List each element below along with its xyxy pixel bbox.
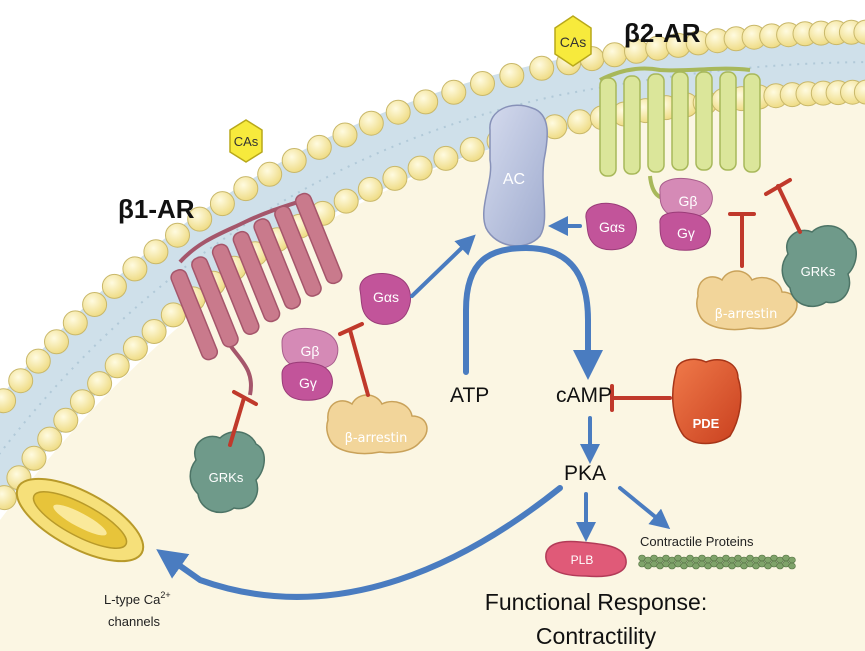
b-arrestin-left-label: β-arrestin (345, 431, 408, 446)
camp-label: cAMP (556, 384, 612, 407)
l-type-label-line2: channels (108, 614, 161, 629)
lipid-head (44, 329, 69, 355)
lipid-head (257, 161, 283, 187)
grks-right: GRKs (781, 225, 857, 308)
lipid-head (25, 348, 51, 374)
lipid-head (499, 63, 525, 88)
membrane-tail-lines (0, 61, 865, 455)
b-arrestin-left: β-arrestin (325, 394, 428, 455)
gb-left-label: Gβ (301, 343, 320, 359)
cas-left-label: CAs (234, 134, 259, 149)
lipid-head (407, 155, 433, 181)
lipid-head (0, 388, 17, 414)
lipid-head (143, 239, 169, 265)
lipid-head (459, 136, 485, 162)
lipid-head (104, 353, 130, 379)
filament-bead (788, 562, 796, 570)
l-type-label-line1: L-type Ca2+ (104, 590, 171, 607)
lipid-head (53, 407, 79, 433)
gy-left: Gγ (281, 361, 333, 401)
contractile-filament (638, 554, 796, 570)
lipid-head (187, 206, 213, 232)
pka-label: PKA (564, 462, 606, 485)
l-type-ca-channel (15, 477, 145, 563)
b2-ar-title: β2-AR (624, 18, 701, 48)
gy-right: Gγ (659, 211, 711, 251)
gy-left-label: Gγ (299, 375, 317, 391)
lipid-head (358, 110, 384, 136)
contractile-proteins-label: Contractile Proteins (640, 534, 754, 549)
activation-arrows (156, 216, 671, 600)
lipid-head (122, 256, 148, 282)
l-type-superscript: 2+ (160, 590, 170, 600)
lipid-head (209, 191, 235, 217)
b2-ar-receptor (599, 66, 761, 201)
pde-label: PDE (693, 416, 720, 431)
gas-left-label: Gαs (373, 289, 399, 305)
lipid-head (233, 176, 259, 202)
l-type-label-text: L-type Ca (104, 592, 161, 607)
lipid-head (382, 165, 408, 191)
lipid-head (385, 99, 411, 125)
lipid-head (853, 79, 865, 105)
lipid-head (62, 310, 88, 336)
lipid-head (567, 109, 593, 135)
lipid-head (441, 79, 467, 105)
b1-ar-title: β1-AR (118, 194, 195, 224)
lipid-head (332, 122, 358, 148)
b1-ar-receptor (170, 192, 343, 396)
lipid-head (69, 389, 95, 415)
gb-right-label: Gβ (679, 193, 698, 209)
ac-label: AC (503, 171, 525, 188)
cas-ligand-right: CAs (554, 15, 592, 67)
lipid-head (122, 335, 148, 361)
lipid-head (8, 368, 34, 394)
gas-right-label: Gαs (599, 219, 625, 235)
gas-left: Gαs (359, 273, 412, 325)
pde-enzyme: PDE (671, 358, 742, 445)
plb-protein: PLB (545, 540, 627, 578)
lipid-head (82, 292, 108, 317)
lipid-head (853, 19, 865, 45)
lipid-head (37, 426, 63, 452)
lipid-head (141, 319, 167, 344)
lipid-head (357, 176, 383, 202)
gy-right-label: Gγ (677, 225, 695, 241)
lipid-head (87, 371, 113, 397)
grks-right-label: GRKs (801, 264, 836, 279)
cas-ligand-left: CAs (229, 119, 263, 163)
adenylyl-cyclase: AC (482, 104, 548, 247)
lipid-head (470, 71, 495, 96)
lipid-head (433, 145, 459, 171)
grks-left: GRKs (189, 431, 265, 514)
lipid-head (281, 148, 307, 173)
lipid-head (306, 134, 332, 160)
lipid-head (602, 42, 628, 68)
gas-right: Gαs (585, 202, 637, 251)
grks-left-label: GRKs (209, 470, 244, 485)
lipid-head (101, 273, 127, 299)
functional-response-line2: Contractility (536, 623, 657, 649)
inhibition-marks (228, 178, 802, 447)
gb-left: Gβ (281, 328, 339, 371)
filament-bead (788, 556, 796, 564)
lipid-head (21, 445, 47, 471)
lipid-head (165, 222, 190, 248)
functional-response-line1: Functional Response: (485, 589, 707, 615)
gb-right: Gβ (659, 178, 713, 219)
plb-label: PLB (571, 553, 594, 567)
lipid-head (529, 55, 555, 81)
cas-right-label: CAs (560, 34, 586, 50)
lipid-head (333, 188, 359, 214)
b-arrestin-right-label: β-arrestin (715, 307, 778, 322)
atp-label: ATP (450, 384, 489, 407)
membrane-outer-heads (0, 19, 865, 414)
lipid-head (413, 89, 439, 115)
